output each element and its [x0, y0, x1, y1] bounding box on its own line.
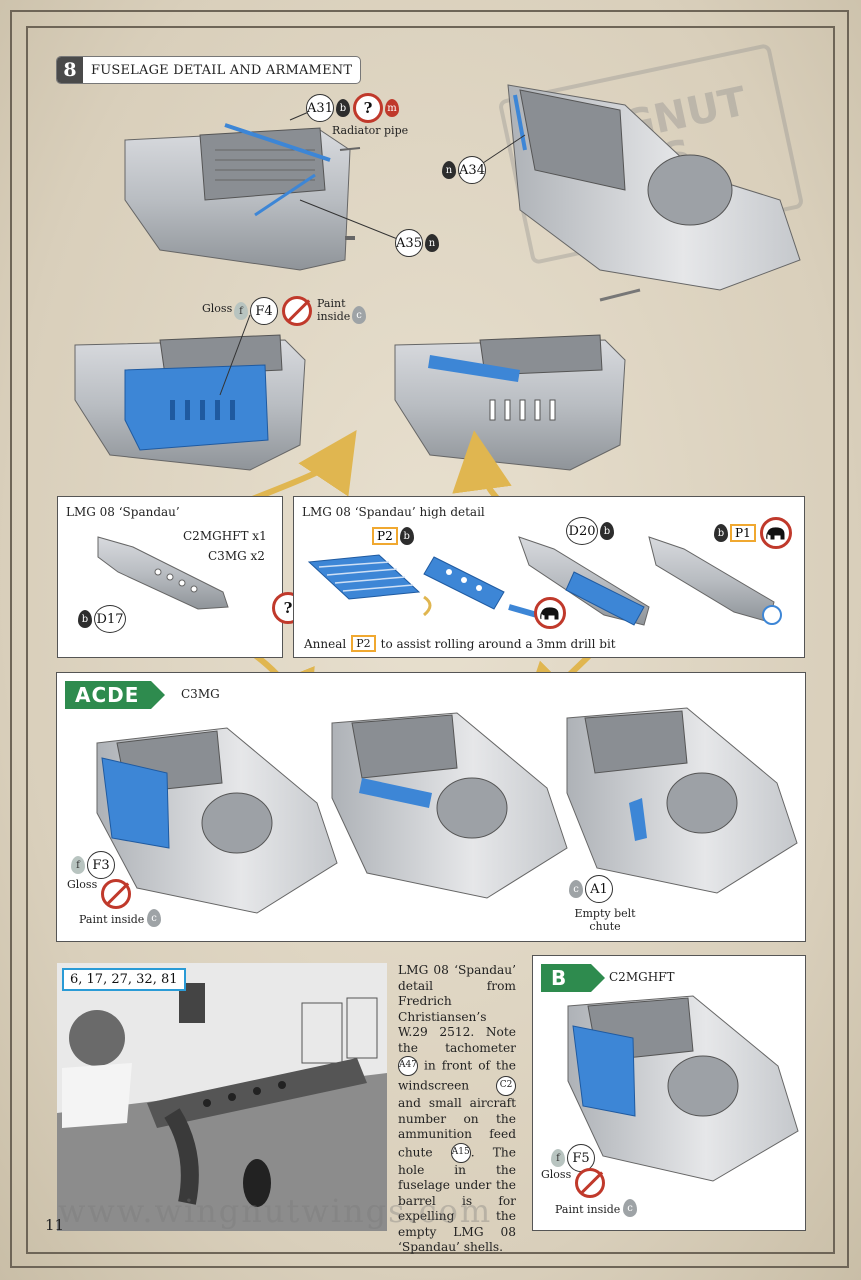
anneal-note: Anneal P2 to assist rolling around a 3mm… — [304, 635, 616, 652]
arrow-1 — [248, 430, 357, 503]
watermark: www.wingnutwings.com — [58, 1192, 493, 1230]
variant-tag-b: B — [541, 964, 605, 992]
lmg-gun-illustration — [97, 536, 229, 610]
paint-drop-icon: f — [551, 1149, 565, 1167]
part-a35: A35 — [395, 229, 423, 257]
part-a31: A31 — [306, 94, 334, 122]
question-icon: ? — [353, 93, 383, 123]
paint-drop-icon: b — [600, 522, 614, 540]
gloss-label: Gloss — [202, 302, 233, 315]
callout-d17: b D17 — [78, 605, 126, 633]
lmg-box-line1: C2MGHFT x1 — [183, 529, 267, 543]
desc-p3: and small aircraft number on the ammunit… — [398, 1096, 516, 1159]
paint-drop-icon: c — [569, 880, 583, 898]
acde-variant: C3MG — [181, 687, 220, 701]
elephant-glyph — [765, 527, 785, 540]
b-illustration — [567, 995, 799, 1182]
paint-drop-icon: f — [234, 302, 248, 320]
photo-description: LMG 08 ‘Spandau’ detail from Fredrich Ch… — [398, 963, 516, 1256]
photo-etch-p1: P1 — [730, 524, 756, 542]
acde-fuselage-2 — [331, 712, 568, 899]
photo-etch-p2: P2 — [372, 527, 398, 545]
callout-p2: P2 b — [372, 527, 414, 545]
part-a1: A1 — [585, 875, 613, 903]
paint-drop-icon: f — [71, 856, 85, 874]
fuselage-illustration-1 — [124, 107, 401, 271]
ref-a15: A15 — [450, 1142, 471, 1163]
part-a34: A34 — [458, 156, 486, 184]
paint-drop-icon: m — [385, 99, 399, 117]
anneal-text-post: to assist rolling around a 3mm drill bit — [380, 636, 616, 651]
part-d20: D20 — [566, 517, 598, 545]
fuselage-illustration-2 — [479, 84, 801, 302]
anneal-text-pre: Anneal — [304, 636, 347, 651]
paint-drop-icon: b — [714, 524, 728, 542]
anneal-tag: P2 — [351, 635, 376, 652]
f5-gloss: Gloss — [541, 1168, 572, 1181]
paint-drop-icon: n — [425, 234, 439, 252]
acde-panel: ACDE C3MG f F3 Gloss Paint inside c c A1… — [56, 672, 806, 942]
lmg-hd-title: LMG 08 ‘Spandau’ high detail — [302, 505, 485, 519]
callout-d20: D20 b — [566, 517, 614, 545]
photo-illustration — [57, 963, 387, 1231]
part-f3: F3 — [87, 851, 115, 879]
lmg-box-title: LMG 08 ‘Spandau’ — [66, 505, 180, 519]
ref-c2: C2 — [496, 1076, 516, 1096]
paint-drop-icon: c — [352, 306, 366, 324]
f3-gloss: Gloss — [67, 878, 98, 891]
acde-illustrations — [96, 707, 798, 914]
b-variant: C2MGHFT — [609, 970, 675, 984]
acde-fuselage-3 — [566, 707, 798, 894]
step-number: 8 — [57, 57, 83, 83]
page-border-outer — [10, 10, 849, 1268]
elephant-glyph — [540, 607, 559, 620]
photo-kit-label: 6, 17, 27, 32, 81 — [62, 968, 186, 991]
callout-f4: f F4 — [234, 296, 312, 326]
paint-drop-icon: n — [442, 161, 456, 179]
paint-drop-icon: b — [78, 610, 92, 628]
callout-a35: A35 n — [395, 229, 439, 257]
part-f4: F4 — [250, 297, 278, 325]
no-glue-icon — [575, 1168, 605, 1198]
paint-drop-icon: b — [336, 99, 350, 117]
paint-drop-icon: c — [147, 909, 161, 927]
acde-fuselage-1 — [96, 727, 338, 914]
reference-photo — [57, 963, 387, 1231]
lmg-box: LMG 08 ‘Spandau’ C2MGHFT x1 C3MG x2 b D1… — [57, 496, 283, 658]
callout-a34: n A34 — [442, 156, 486, 184]
lmg-high-detail-box: LMG 08 ‘Spandau’ high detail P2 b D20 b … — [293, 496, 805, 658]
page-number: 11 — [45, 1216, 65, 1234]
step-header: 8 FUSELAGE DETAIL AND ARMAMENT — [56, 56, 362, 84]
callout-a1: c A1 — [569, 875, 613, 903]
callout-p1: b P1 — [714, 517, 792, 549]
callout-f3: f F3 — [71, 851, 115, 879]
desc-p2: in front of the windscreen — [398, 1058, 517, 1093]
elephant-icon — [534, 597, 566, 629]
radiator-pipe-label: Radiator pipe — [332, 124, 409, 137]
no-glue-icon — [282, 296, 312, 326]
lmg-box-line2: C3MG x2 — [208, 549, 265, 563]
b-panel: B C2MGHFT f F5 Gloss Paint inside c — [532, 955, 806, 1231]
elephant-icon — [759, 517, 792, 549]
callout-a31: A31 b ? m — [306, 93, 399, 123]
paint-drop-icon: c — [623, 1199, 637, 1217]
hd-parts-illustration — [307, 536, 782, 626]
paint-inside-label: Paint inside — [317, 297, 351, 323]
desc-p4: . The hole in the fuselage under the bar… — [398, 1145, 516, 1254]
paint-drop-icon: b — [399, 527, 414, 545]
step-title: FUSELAGE DETAIL AND ARMAMENT — [91, 62, 353, 78]
f5-paint-inside: Paint inside — [555, 1203, 621, 1216]
page-border-inner — [26, 26, 835, 1254]
fuselage-illustration-4 — [394, 334, 626, 471]
f3-paint-inside: Paint inside — [79, 913, 145, 926]
desc-p1: LMG 08 ‘Spandau’ detail from Fredrich Ch… — [398, 963, 516, 1055]
ref-a47: A47 — [398, 1056, 418, 1076]
part-d17: D17 — [94, 605, 126, 633]
fuselage-illustration-3 — [74, 314, 306, 471]
no-glue-icon — [101, 879, 131, 909]
a1-note: Empty belt chute — [574, 907, 636, 933]
variant-tag-acde: ACDE — [65, 681, 165, 709]
